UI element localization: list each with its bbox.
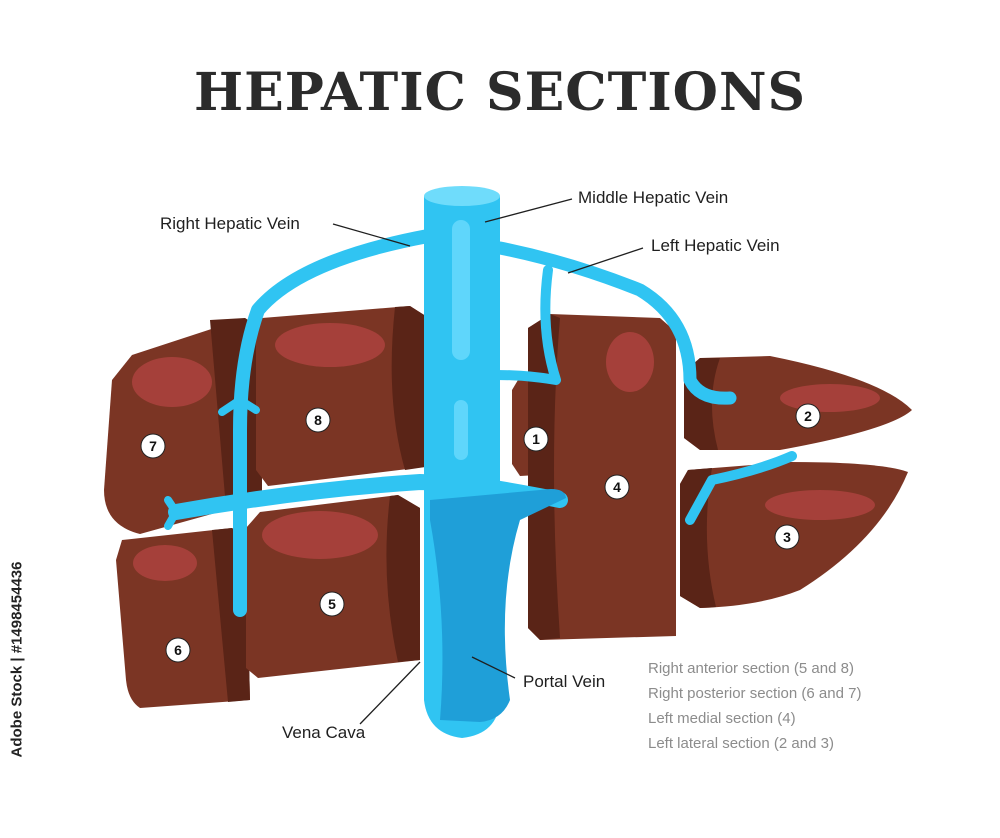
legend-item-right-anterior: Right anterior section (5 and 8) bbox=[648, 660, 854, 677]
legend-item-left-lateral: Left lateral section (2 and 3) bbox=[648, 735, 834, 752]
stock-credit: Adobe Stock | #1498454436 bbox=[8, 561, 26, 758]
legend-item-right-posterior: Right posterior section (6 and 7) bbox=[648, 685, 862, 702]
segment-badge-4: 4 bbox=[604, 474, 630, 500]
segment-badge-2: 2 bbox=[795, 403, 821, 429]
section-legend: Right anterior section (5 and 8) Right p… bbox=[648, 656, 861, 756]
segment-6-block bbox=[116, 528, 250, 708]
segment-5-block bbox=[246, 495, 420, 678]
label-vena-cava: Vena Cava bbox=[282, 723, 366, 742]
label-middle-hepatic-vein: Middle Hepatic Vein bbox=[578, 188, 729, 207]
svg-text:6: 6 bbox=[174, 642, 182, 658]
page-title: HEPATIC SECTIONS bbox=[193, 62, 807, 123]
segment-badge-5: 5 bbox=[319, 591, 345, 617]
portal-vein-shape bbox=[430, 489, 566, 722]
segment-badge-6: 6 bbox=[165, 637, 191, 663]
label-left-hepatic-vein: Left Hepatic Vein bbox=[651, 236, 780, 255]
svg-text:8: 8 bbox=[314, 412, 322, 428]
svg-text:1: 1 bbox=[532, 431, 540, 447]
label-portal-vein: Portal Vein bbox=[523, 672, 606, 691]
segment-4-block bbox=[528, 314, 676, 640]
segment-badge-1: 1 bbox=[523, 426, 549, 452]
svg-text:3: 3 bbox=[783, 529, 791, 545]
svg-text:5: 5 bbox=[328, 596, 336, 612]
label-right-hepatic-vein: Right Hepatic Vein bbox=[160, 214, 300, 233]
svg-text:2: 2 bbox=[804, 408, 812, 424]
svg-text:7: 7 bbox=[149, 438, 157, 454]
segment-badge-8: 8 bbox=[305, 407, 331, 433]
segment-badge-3: 3 bbox=[774, 524, 800, 550]
legend-item-left-medial: Left medial section (4) bbox=[648, 710, 796, 727]
segment-badge-7: 7 bbox=[140, 433, 166, 459]
svg-text:4: 4 bbox=[613, 479, 621, 495]
segment-8-block bbox=[256, 306, 432, 486]
leader-lines bbox=[332, 198, 644, 725]
